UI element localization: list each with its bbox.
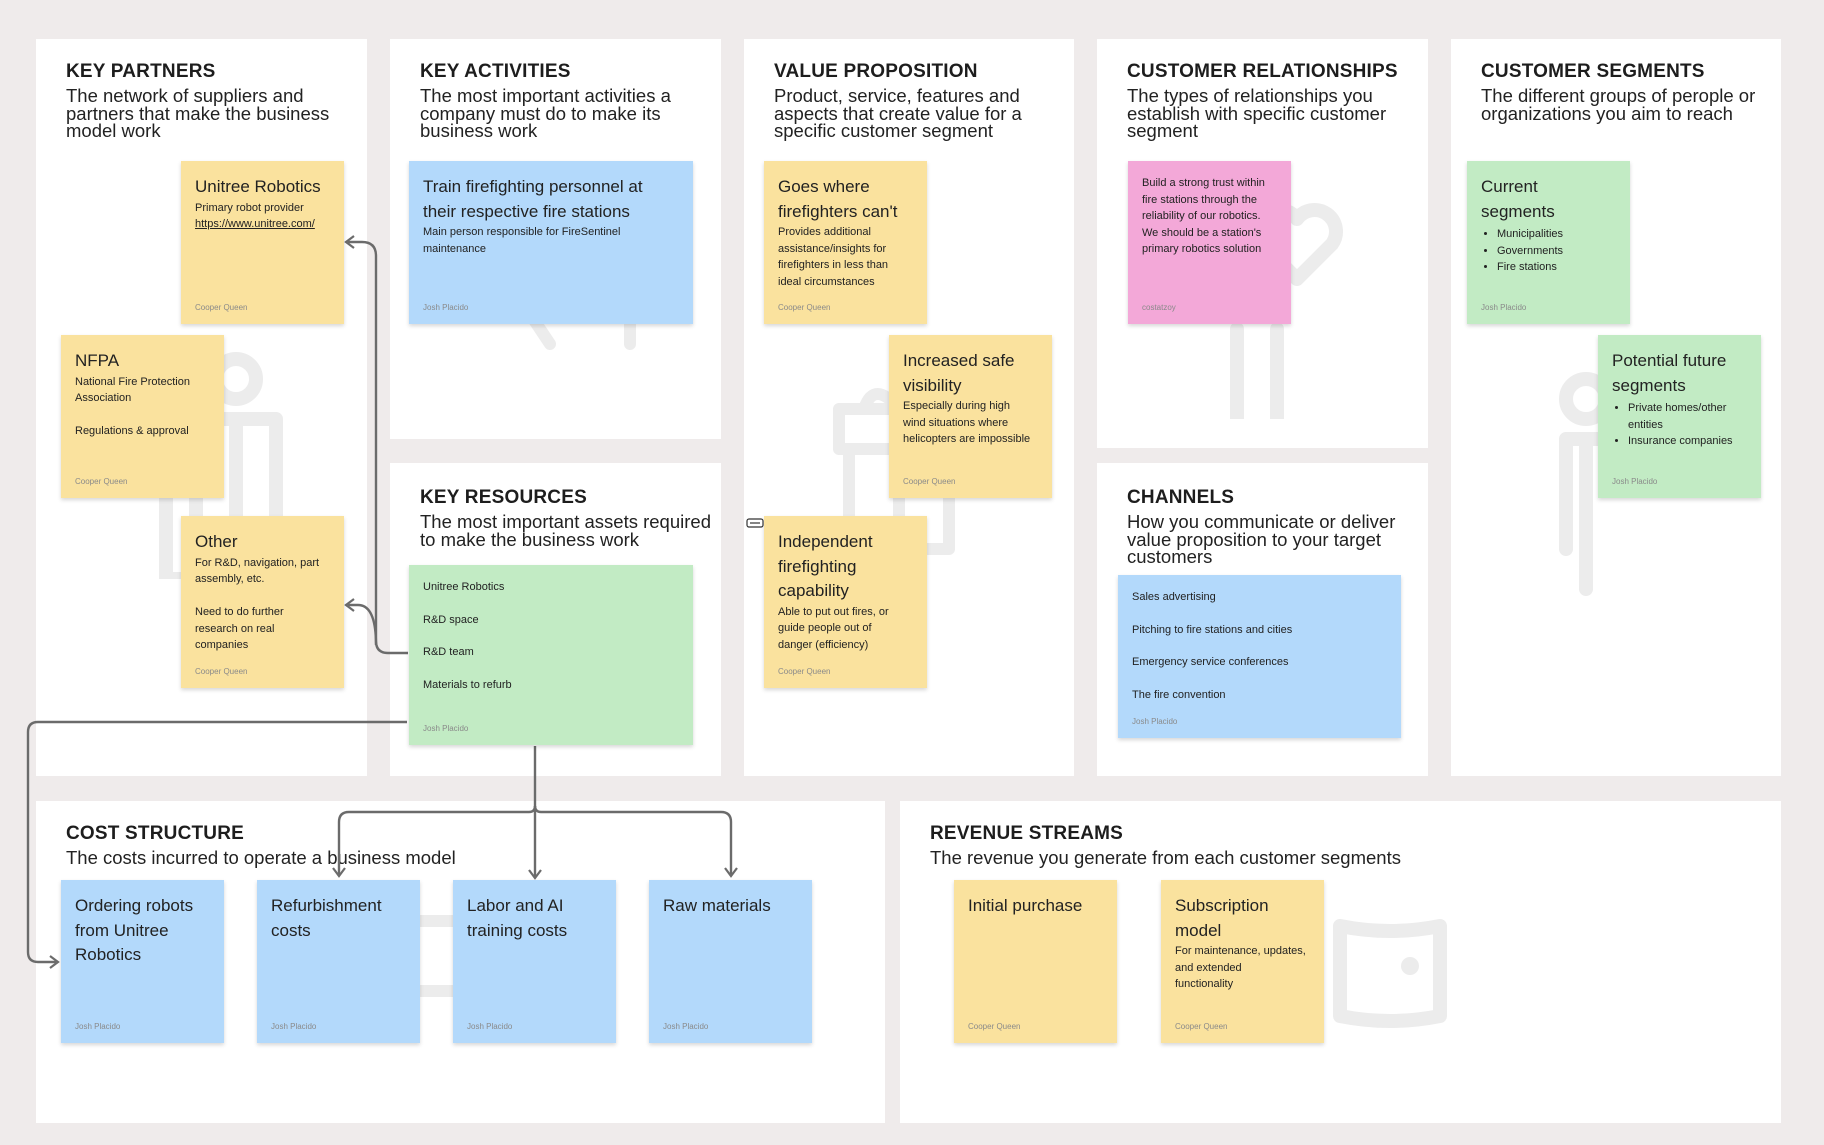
list-item: Private homes/other entities [1628, 400, 1747, 433]
note-title: NFPA [75, 351, 120, 370]
list-item: Emergency service conferences [1132, 656, 1289, 668]
wallet-icon [1333, 919, 1447, 1028]
panel-description: The costs incurred to operate a business… [66, 847, 456, 868]
cursor-icon [746, 518, 764, 528]
panel-title: COST STRUCTURE [66, 823, 245, 844]
note-title: Refurbishment costs [271, 896, 382, 940]
panel-title: CUSTOMER RELATIONSHIPS [1127, 61, 1398, 82]
note-body: Able to put out fires, or guide people o… [778, 605, 889, 651]
note-title: Ordering robots from Unitree Robotics [75, 896, 194, 964]
list-item: Fire stations [1497, 259, 1616, 276]
panel-description: The different groups of perople or organ… [1481, 85, 1756, 124]
note-subscription-model[interactable]: Subscription model For maintenance, upda… [1161, 880, 1324, 1043]
note-current-segments[interactable]: Current segments Municipalities Governme… [1467, 161, 1630, 324]
panel-title: CUSTOMER SEGMENTS [1481, 61, 1705, 82]
note-body: For R&D, navigation, part assembly, etc.… [195, 556, 320, 652]
note-build-trust[interactable]: Build a strong trust within fire station… [1128, 161, 1291, 324]
note-author: Cooper Queen [903, 477, 956, 486]
list-item: Sales advertising [1132, 591, 1216, 603]
panel-title: KEY RESOURCES [420, 487, 587, 508]
note-initial-purchase[interactable]: Initial purchase Cooper Queen [954, 880, 1117, 1043]
note-channels-list[interactable]: Sales advertising Pitching to fire stati… [1118, 575, 1401, 738]
panel-description: The most important assets required to ma… [420, 511, 711, 550]
panel-title: CHANNELS [1127, 487, 1235, 508]
note-title: Initial purchase [968, 896, 1083, 915]
note-author: Josh Placido [423, 724, 469, 733]
note-independent-capability[interactable]: Independent firefighting capability Able… [764, 516, 927, 688]
panel-title: KEY ACTIVITIES [420, 61, 571, 82]
note-author: Josh Placido [467, 1022, 513, 1031]
note-title: Increased safe visibility [903, 351, 1015, 395]
list-item: Pitching to fire stations and cities [1132, 623, 1293, 636]
panel-title: VALUE PROPOSITION [774, 61, 978, 82]
note-title: Current segments [1481, 177, 1555, 221]
list-item: R&D space [423, 613, 479, 626]
note-nfpa[interactable]: NFPA National Fire Protection Associatio… [61, 335, 224, 498]
note-key-resources-list[interactable]: Unitree Robotics R&D space R&D team Mate… [409, 565, 693, 745]
note-author: Josh Placido [1612, 477, 1658, 486]
unitree-link[interactable]: https://www.unitree.com/ [195, 218, 315, 230]
note-cost-labor-ai[interactable]: Labor and AI training costs Josh Placido [453, 880, 616, 1043]
note-body: Primary robot provider [195, 201, 304, 214]
note-author: Josh Placido [1132, 717, 1178, 726]
list-item: Insurance companies [1628, 433, 1747, 450]
note-body: Especially during high wind situations w… [903, 400, 1031, 445]
note-other-partners[interactable]: Other For R&D, navigation, part assembly… [181, 516, 344, 688]
note-title: Raw materials [663, 896, 771, 915]
channels-list: Sales advertising Pitching to fire stati… [1132, 589, 1387, 703]
note-title: Train firefighting personnel at their re… [423, 177, 643, 221]
note-body: For maintenance, updates, and extended f… [1175, 945, 1306, 990]
note-title: Subscription model [1175, 896, 1269, 940]
note-author: Cooper Queen [778, 303, 831, 312]
note-future-segments[interactable]: Potential future segments Private homes/… [1598, 335, 1761, 498]
list-item: The fire convention [1132, 688, 1226, 701]
list-item: Materials to refurb [423, 678, 512, 691]
panel-description: The types of relationships you establish… [1127, 85, 1387, 141]
note-train-personnel[interactable]: Train firefighting personnel at their re… [409, 161, 693, 324]
note-author: Josh Placido [423, 303, 469, 312]
note-cost-refurbishment[interactable]: Refurbishment costs Josh Placido [257, 880, 420, 1043]
note-body: Provides additional assistance/insights … [778, 226, 889, 288]
note-author: Josh Placido [271, 1022, 317, 1031]
list-item: Unitree Robotics [423, 581, 505, 593]
note-author: costatzoy [1142, 303, 1176, 312]
note-body: Build a strong trust within fire station… [1142, 177, 1265, 255]
note-author: Cooper Queen [1175, 1022, 1228, 1031]
note-title: Unitree Robotics [195, 177, 321, 196]
note-goes-where[interactable]: Goes where firefighters can't Provides a… [764, 161, 927, 324]
note-cost-ordering-robots[interactable]: Ordering robots from Unitree Robotics Jo… [61, 880, 224, 1043]
panel-description: The most important activities a company … [420, 85, 671, 141]
note-author: Cooper Queen [778, 667, 831, 676]
note-title: Labor and AI training costs [467, 896, 568, 940]
note-author: Cooper Queen [195, 667, 248, 676]
note-author: Josh Placido [1481, 303, 1527, 312]
note-body: Main person responsible for FireSentinel… [423, 226, 621, 255]
note-title: Other [195, 532, 238, 551]
resources-list: Unitree Robotics R&D space R&D team Mate… [423, 579, 679, 693]
note-title: Goes where firefighters can't [778, 177, 898, 221]
panel-description: The network of suppliers and partners th… [66, 85, 330, 141]
panel-description: The revenue you generate from each custo… [930, 847, 1401, 868]
note-author: Cooper Queen [968, 1022, 1021, 1031]
panel-title: REVENUE STREAMS [930, 823, 1124, 844]
list-item: R&D team [423, 646, 474, 658]
note-increased-visibility[interactable]: Increased safe visibility Especially dur… [889, 335, 1052, 498]
list-item: Municipalities [1497, 226, 1616, 243]
note-body: National Fire Protection Association Reg… [75, 375, 190, 438]
segments-list: Municipalities Governments Fire stations [1481, 226, 1616, 276]
note-author: Josh Placido [75, 1022, 121, 1031]
note-cost-raw-materials[interactable]: Raw materials Josh Placido [649, 880, 812, 1043]
list-item: Governments [1497, 243, 1616, 260]
note-title: Independent firefighting capability [778, 532, 873, 600]
note-author: Josh Placido [663, 1022, 709, 1031]
panel-title: KEY PARTNERS [66, 61, 216, 82]
note-author: Cooper Queen [75, 477, 128, 486]
segments-list: Private homes/other entities Insurance c… [1612, 400, 1747, 450]
panel-description: Product, service, features and aspects t… [774, 85, 1022, 141]
note-author: Cooper Queen [195, 303, 248, 312]
note-unitree-robotics[interactable]: Unitree Robotics Primary robot provider … [181, 161, 344, 324]
panel-description: How you communicate or deliver value pro… [1127, 511, 1396, 567]
note-title: Potential future segments [1612, 351, 1727, 395]
